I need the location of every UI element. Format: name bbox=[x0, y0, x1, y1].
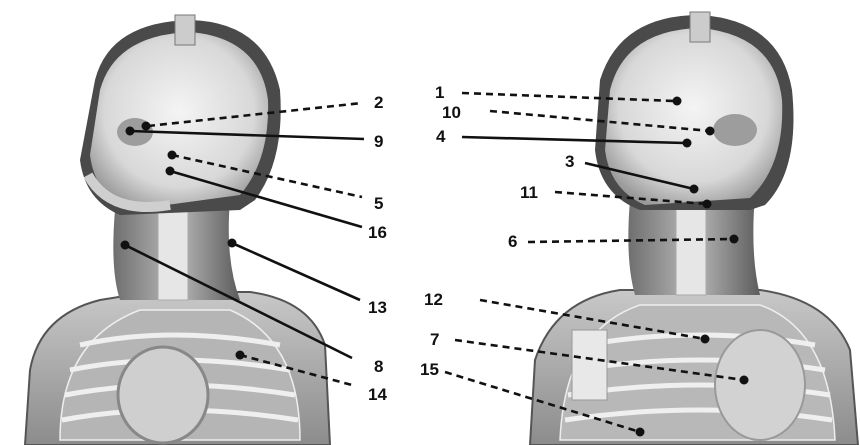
heart-insert bbox=[118, 347, 208, 443]
label-9: 9 bbox=[374, 132, 383, 151]
label-2: 2 bbox=[374, 93, 383, 112]
skull bbox=[605, 28, 782, 205]
label-15: 15 bbox=[420, 360, 439, 379]
marker-12 bbox=[701, 335, 710, 344]
marker-7 bbox=[740, 376, 749, 385]
label-1: 1 bbox=[435, 83, 444, 102]
head-clip bbox=[690, 12, 710, 42]
label-13: 13 bbox=[368, 298, 387, 317]
marker-5 bbox=[168, 151, 177, 160]
marker-11 bbox=[703, 200, 712, 209]
phantom-oblique-view bbox=[530, 12, 858, 445]
label-5: 5 bbox=[374, 194, 383, 213]
label-16: 16 bbox=[368, 223, 387, 242]
head-clip bbox=[175, 15, 195, 45]
lung-insert bbox=[572, 330, 607, 400]
label-10: 10 bbox=[442, 103, 461, 122]
marker-13 bbox=[228, 239, 237, 248]
label-3: 3 bbox=[565, 152, 574, 171]
marker-1 bbox=[673, 97, 682, 106]
orbit-right-view bbox=[713, 114, 757, 146]
marker-3 bbox=[690, 185, 699, 194]
phantom-front-view bbox=[25, 15, 330, 445]
cervical-spine bbox=[158, 200, 188, 300]
marker-16 bbox=[166, 167, 175, 176]
marker-15 bbox=[636, 428, 645, 437]
label-14: 14 bbox=[368, 385, 387, 404]
marker-4 bbox=[683, 139, 692, 148]
label-6: 6 bbox=[508, 232, 517, 251]
label-8: 8 bbox=[374, 357, 383, 376]
marker-8 bbox=[121, 241, 130, 250]
label-4: 4 bbox=[436, 127, 446, 146]
marker-10 bbox=[706, 127, 715, 136]
marker-14 bbox=[236, 351, 245, 360]
label-12: 12 bbox=[424, 290, 443, 309]
label-11: 11 bbox=[520, 183, 538, 202]
label-7: 7 bbox=[430, 330, 439, 349]
marker-2 bbox=[142, 122, 151, 131]
marker-6 bbox=[730, 235, 739, 244]
heart-insert bbox=[715, 330, 805, 440]
marker-9 bbox=[126, 127, 135, 136]
